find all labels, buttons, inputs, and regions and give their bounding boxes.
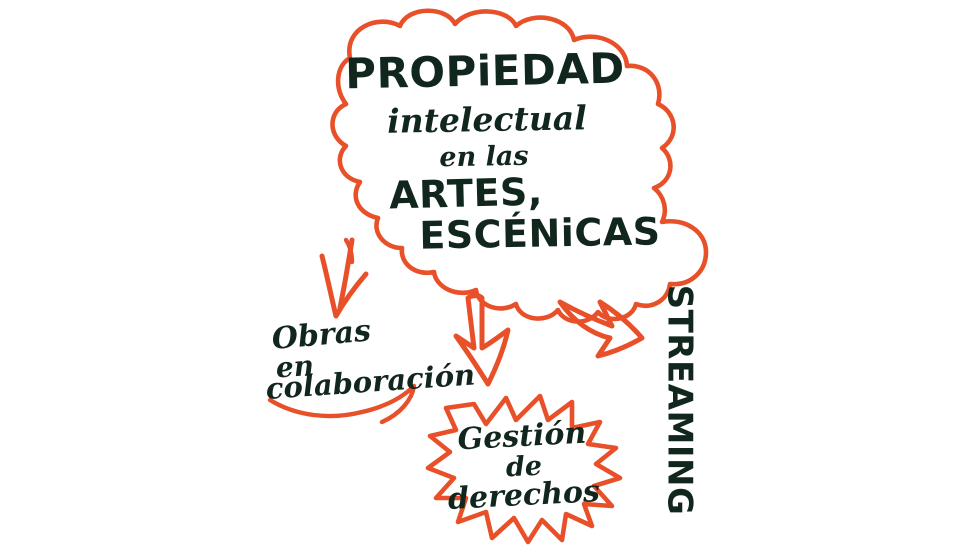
arrow-left-head: [319, 253, 369, 319]
obras-underline-swoosh: [267, 383, 417, 425]
obras-label-line-0: Obras: [270, 313, 372, 357]
cloud-line-3: ARTES,: [389, 169, 544, 217]
cloud-text-group: PROPiEDAD intelectual en las ARTES, ESCÉ…: [345, 44, 661, 258]
gestion-label-line-2: derechos: [447, 474, 601, 517]
cloud-outline: [330, 8, 709, 324]
cloud-line-4: ESCÉNiCAS: [419, 209, 661, 257]
cloud-bubble[interactable]: [330, 8, 709, 324]
node-streaming[interactable]: STREAMING: [660, 285, 700, 516]
arrow-left-tick: [343, 237, 355, 265]
swoosh-stroke: [267, 383, 417, 425]
arrow-right-outline: [557, 299, 645, 359]
cloud-line-0: PROPiEDAD: [345, 44, 625, 99]
gestion-label-line-1: de: [505, 451, 543, 484]
obras-label-line-1: en: [275, 349, 315, 385]
arrow-center[interactable]: [453, 293, 511, 387]
node-obras[interactable]: Obras en colaboración: [265, 313, 476, 406]
arrow-left[interactable]: [319, 237, 369, 319]
streaming-label: STREAMING: [660, 285, 700, 516]
starburst-shape[interactable]: [425, 393, 623, 545]
cloud-line-1: intelectual: [387, 98, 587, 140]
node-gestion[interactable]: Gestión de derechos: [447, 416, 601, 517]
arrow-center-outline: [453, 293, 511, 387]
cloud-line-2: en las: [439, 141, 529, 174]
arrow-right[interactable]: [557, 299, 645, 359]
starburst-outline: [425, 393, 623, 545]
gestion-label-line-0: Gestión: [457, 416, 587, 458]
